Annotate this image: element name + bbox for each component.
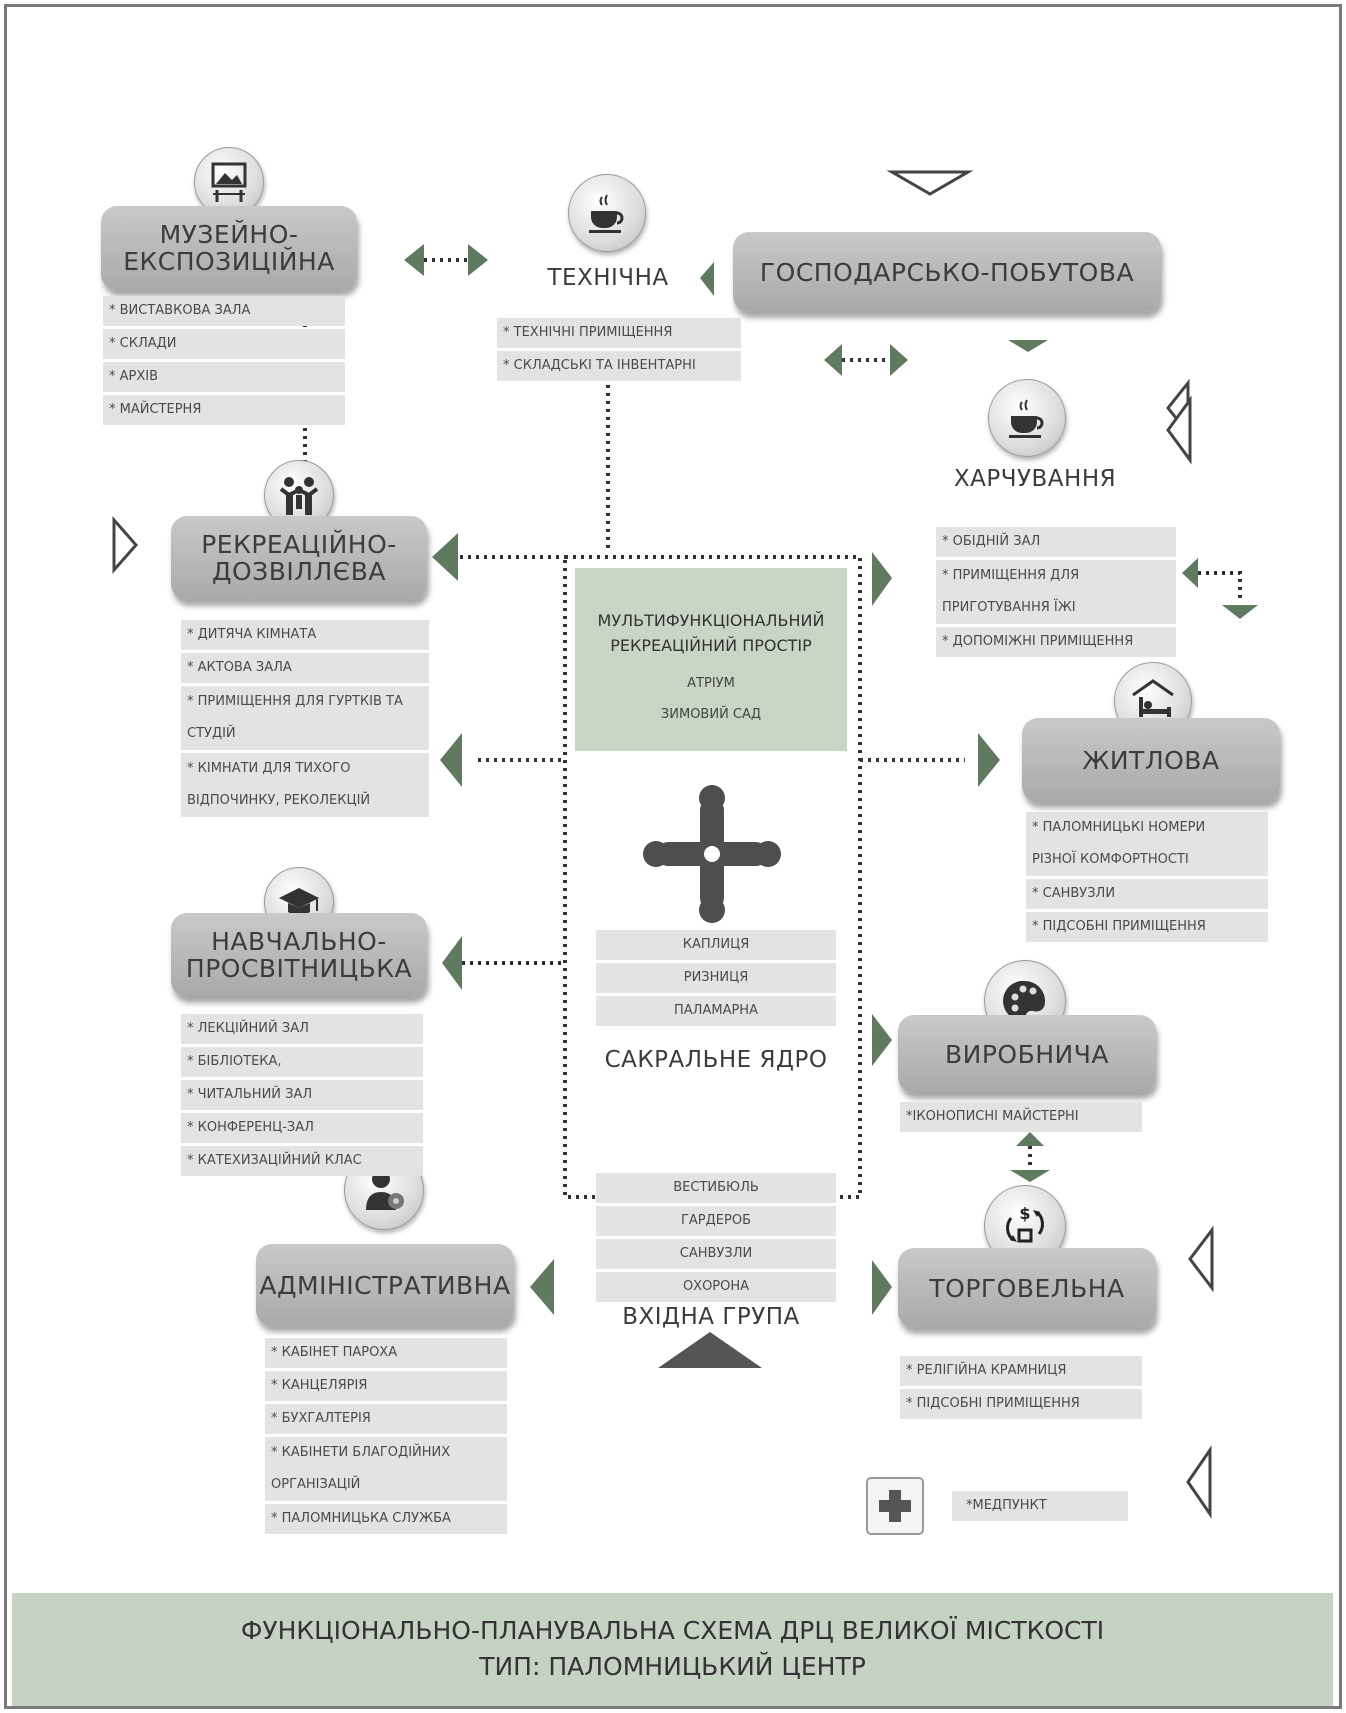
list-medical: *МЕДПУНКТ — [952, 1491, 1128, 1524]
coffee-cup-icon — [568, 174, 646, 252]
list-museum: * ВИСТАВКОВА ЗАЛА * СКЛАДИ * АРХІВ * МАЙ… — [103, 296, 345, 428]
medical-cross-icon — [866, 1477, 924, 1535]
list-item: * БІБЛІОТЕКА, — [181, 1047, 423, 1077]
zone-catering-title: ХАРЧУВАННЯ — [953, 466, 1117, 492]
entrance-pointer — [658, 1332, 762, 1368]
ornamental-cross-icon — [643, 785, 781, 923]
list-item: * ЧИТАЛЬНИЙ ЗАЛ — [181, 1080, 423, 1110]
list-item: * КАБІНЕТИ БЛАГОДІЙНИХ ОРГАНІЗАЦІЙ — [265, 1437, 507, 1501]
list-item: * КАБІНЕТ ПАРОХА — [265, 1338, 507, 1368]
pointer-right-medical — [1186, 1445, 1212, 1519]
arrow-left-technical — [700, 262, 714, 296]
museum-icon — [194, 147, 264, 217]
list-catering: * ОБІДНІЙ ЗАЛ * ПРИМІЩЕННЯ ДЛЯ ПРИГОТУВА… — [936, 527, 1176, 660]
list-item: ОХОРОНА — [596, 1272, 836, 1302]
arrow-up-production — [1016, 1132, 1044, 1146]
zone-museum: МУЗЕЙНО- ЕКСПОЗИЦІЙНА — [101, 206, 357, 290]
list-item: * ПРИМІЩЕННЯ ДЛЯ ПРИГОТУВАННЯ ЇЖІ — [936, 560, 1176, 624]
multifunctional-item: АТРІУМ — [687, 676, 735, 691]
list-education: * ЛЕКЦІЙНИЙ ЗАЛ * БІБЛІОТЕКА, * ЧИТАЛЬНИ… — [181, 1014, 423, 1179]
arrow-right-household-link — [890, 344, 908, 376]
list-item: * ПАЛОМНИЦЬКІ НОМЕРИ РІЗНОЇ КОМФОРТНОСТІ — [1026, 812, 1268, 876]
coffee-cup-icon — [988, 379, 1066, 457]
pointer-left-recreation — [112, 516, 138, 574]
list-item: * АКТОВА ЗАЛА — [181, 653, 429, 683]
arrow-right-residential — [978, 733, 1000, 787]
list-item: * ПІДСОБНІ ПРИМІЩЕННЯ — [1026, 912, 1268, 942]
arrow-down-trade — [1010, 1170, 1050, 1182]
list-item: РИЗНИЦЯ — [596, 963, 836, 993]
list-production: *ІКОНОПИСНІ МАЙСТЕРНІ — [900, 1102, 1142, 1135]
list-item: * КАНЦЕЛЯРІЯ — [265, 1371, 507, 1401]
list-item: * ТЕХНІЧНІ ПРИМІЩЕННЯ — [497, 318, 741, 348]
arrow-left-museum — [404, 244, 424, 276]
zone-trade: ТОРГОВЕЛЬНА — [898, 1248, 1156, 1328]
list-item: *МЕДПУНКТ — [952, 1491, 1128, 1521]
zone-education: НАВЧАЛЬНО- ПРОСВІТНИЦЬКА — [171, 913, 427, 997]
zone-residential: ЖИТЛОВА — [1022, 718, 1280, 802]
arrow-right-core-top — [872, 552, 892, 606]
list-sacral: КАПЛИЦЯ РИЗНИЦЯ ПАЛАМАРНА — [596, 930, 836, 1029]
arrow-left-mid — [440, 733, 462, 787]
list-item: ПАЛАМАРНА — [596, 996, 836, 1026]
multifunctional-item: ЗИМОВИЙ САД — [660, 707, 762, 722]
zone-technical-title: ТЕХНІЧНА — [547, 265, 669, 291]
caption-line-2: ТИП: ПАЛОМНИЦЬКИЙ ЦЕНТР — [479, 1652, 866, 1681]
list-item: * СКЛАДИ — [103, 329, 345, 359]
arrow-left-education — [442, 936, 462, 990]
list-item: * ДИТЯЧА КІМНАТА — [181, 620, 429, 650]
arrow-down-household — [1008, 340, 1048, 352]
pointer-top — [886, 170, 974, 196]
list-item: * ПАЛОМНИЦЬКА СЛУЖБА — [265, 1504, 507, 1534]
list-item: * ПРИМІЩЕННЯ ДЛЯ ГУРТКІВ ТА СТУДІЙ — [181, 686, 429, 750]
list-item: *ІКОНОПИСНІ МАЙСТЕРНІ — [900, 1102, 1142, 1132]
pointer-right-trade — [1188, 1225, 1214, 1293]
list-item: * ЛЕКЦІЙНИЙ ЗАЛ — [181, 1014, 423, 1044]
multifunctional-title: МУЛЬТИФУНКЦІОНАЛЬНИЙ РЕКРЕАЦІЙНИЙ ПРОСТІ… — [597, 611, 825, 655]
list-item: * СКЛАДСЬКІ ТА ІНВЕНТАРНІ — [497, 351, 741, 381]
list-item: ВЕСТИБЮЛЬ — [596, 1173, 836, 1203]
list-trade: * РЕЛІГІЙНА КРАМНИЦЯ * ПІДСОБНІ ПРИМІЩЕН… — [900, 1356, 1142, 1422]
list-item: * БУХГАЛТЕРІЯ — [265, 1404, 507, 1434]
list-entrance: ВЕСТИБЮЛЬ ГАРДЕРОБ САНВУЗЛИ ОХОРОНА — [596, 1173, 836, 1305]
list-administrative: * КАБІНЕТ ПАРОХА * КАНЦЕЛЯРІЯ * БУХГАЛТЕ… — [265, 1338, 507, 1537]
svg-text:$: $ — [1019, 1204, 1030, 1223]
list-item: * МАЙСТЕРНЯ — [103, 395, 345, 425]
zone-recreation: РЕКРЕАЦІЙНО- ДОЗВІЛЛЄВА — [171, 516, 427, 600]
list-item: * САНВУЗЛИ — [1026, 879, 1268, 909]
arrow-left-administrative — [530, 1259, 554, 1315]
arrow-right-museum — [468, 244, 488, 276]
arrow-right-production — [872, 1014, 892, 1066]
arrow-left-recreation — [432, 533, 458, 581]
list-item: САНВУЗЛИ — [596, 1239, 836, 1269]
zone-production: ВИРОБНИЧА — [898, 1015, 1156, 1093]
list-item: * ВИСТАВКОВА ЗАЛА — [103, 296, 345, 326]
list-item: * РЕЛІГІЙНА КРАМНИЦЯ — [900, 1356, 1142, 1386]
list-item: * АРХІВ — [103, 362, 345, 392]
caption-line-1: ФУНКЦІОНАЛЬНО-ПЛАНУВАЛЬНА СХЕМА ДРЦ ВЕЛИ… — [240, 1616, 1105, 1645]
zone-administrative: АДМІНІСТРАТИВНА — [256, 1244, 514, 1326]
multifunctional-space: МУЛЬТИФУНКЦІОНАЛЬНИЙ РЕКРЕАЦІЙНИЙ ПРОСТІ… — [575, 568, 847, 751]
list-item: ГАРДЕРОБ — [596, 1206, 836, 1236]
diagram-caption: ФУНКЦІОНАЛЬНО-ПЛАНУВАЛЬНА СХЕМА ДРЦ ВЕЛИ… — [12, 1593, 1333, 1706]
list-item: * ПІДСОБНІ ПРИМІЩЕННЯ — [900, 1389, 1142, 1419]
list-item: * ОБІДНІЙ ЗАЛ — [936, 527, 1176, 557]
pointer-right-catering-main — [1166, 395, 1192, 465]
list-item: * ДОПОМІЖНІ ПРИМІЩЕННЯ — [936, 627, 1176, 657]
arrow-down-catering — [1222, 605, 1258, 619]
list-residential: * ПАЛОМНИЦЬКІ НОМЕРИ РІЗНОЇ КОМФОРТНОСТІ… — [1026, 812, 1268, 945]
arrow-left-household-link — [824, 344, 842, 376]
list-item: * КІМНАТИ ДЛЯ ТИХОГО ВІДПОЧИНКУ, РЕКОЛЕК… — [181, 753, 429, 817]
zone-sacral-title: САКРАЛЬНЕ ЯДРО — [604, 1047, 828, 1073]
list-technical: * ТЕХНІЧНІ ПРИМІЩЕННЯ * СКЛАДСЬКІ ТА ІНВ… — [497, 318, 741, 384]
link-catering-side — [1190, 571, 1242, 603]
arrow-right-trade — [872, 1260, 892, 1315]
list-item: КАПЛИЦЯ — [596, 930, 836, 960]
zone-household: ГОСПОДАРСЬКО-ПОБУТОВА — [733, 232, 1161, 312]
list-item: * КОНФЕРЕНЦ-ЗАЛ — [181, 1113, 423, 1143]
zone-entrance-title: ВХІДНА ГРУПА — [622, 1304, 800, 1330]
arrow-left-catering — [1182, 558, 1198, 588]
list-recreation: * ДИТЯЧА КІМНАТА * АКТОВА ЗАЛА * ПРИМІЩЕ… — [181, 620, 429, 820]
list-item: * КАТЕХИЗАЦІЙНИЙ КЛАС — [181, 1146, 423, 1176]
